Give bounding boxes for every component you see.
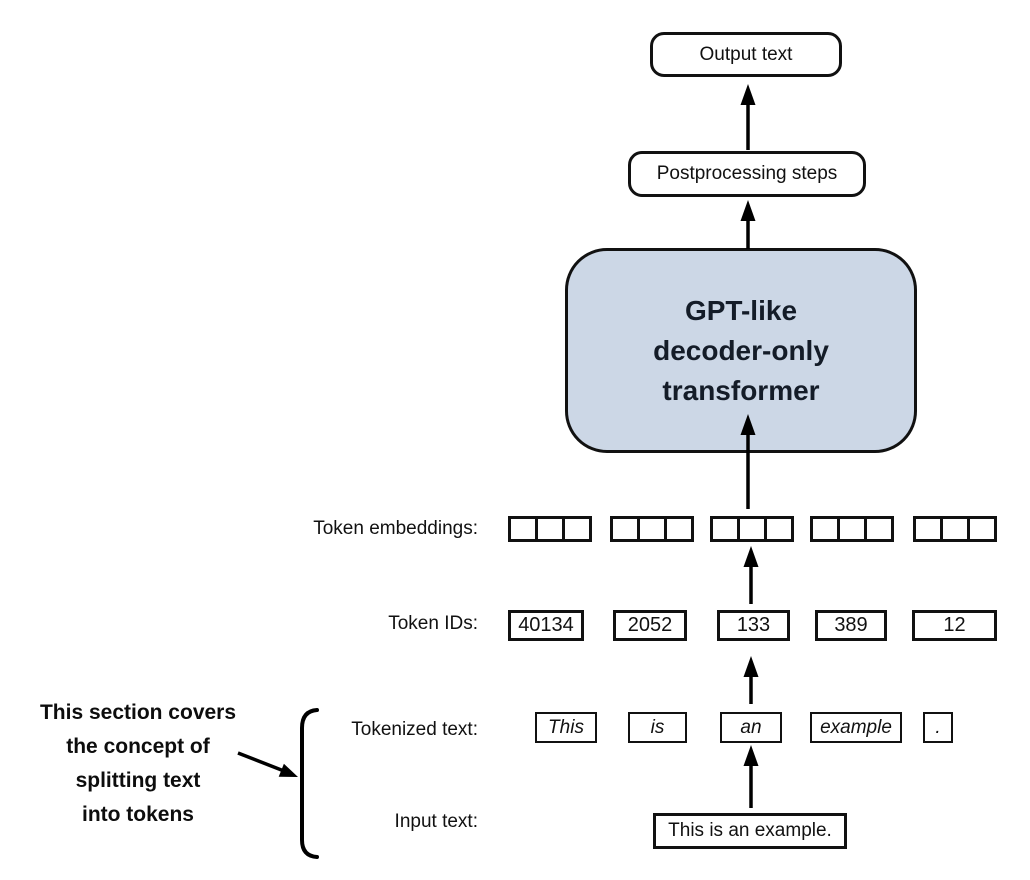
- embedding-cell: [864, 516, 894, 542]
- output-text-label: Output text: [699, 43, 793, 65]
- arrow-input-to-tokenized: [743, 745, 759, 808]
- token-box: example: [810, 712, 902, 743]
- embedding-cell: [637, 516, 667, 542]
- embedding-cell: [737, 516, 767, 542]
- token-box: an: [720, 712, 782, 743]
- token-id-box: 133: [717, 610, 790, 641]
- token-box: is: [628, 712, 687, 743]
- input-text-box: This is an example.: [653, 813, 847, 849]
- transformer-line-1: GPT-like: [684, 294, 798, 326]
- token-ids-label: Token IDs:: [388, 613, 478, 634]
- embedding-cell: [913, 516, 943, 542]
- token-box: This: [535, 712, 597, 743]
- embedding-cell: [710, 516, 740, 542]
- token-id-box: 389: [815, 610, 887, 641]
- annotation-line-4: into tokens: [81, 803, 194, 826]
- embedding-cell: [940, 516, 970, 542]
- embedding-cell: [562, 516, 592, 542]
- input-text-label: Input text:: [394, 811, 478, 832]
- tokenized-text-label: Tokenized text:: [351, 719, 478, 740]
- arrow-transformer-to-postprocessing: [740, 200, 756, 249]
- embedding-group: [610, 516, 694, 542]
- output-text-box: Output text: [650, 32, 842, 77]
- embedding-cell: [508, 516, 538, 542]
- embedding-group: [913, 516, 997, 542]
- embedding-group: [508, 516, 592, 542]
- annotation-line-3: splitting text: [75, 769, 201, 792]
- token-box: .: [923, 712, 953, 743]
- transformer-box: GPT-like decoder-only transformer: [565, 248, 917, 453]
- token-id-box: 40134: [508, 610, 584, 641]
- annotation-line-1: This section covers: [39, 701, 237, 724]
- postprocessing-label: Postprocessing steps: [656, 163, 838, 184]
- arrow-tokenized-to-ids: [743, 656, 759, 704]
- token-embeddings-label: Token embeddings:: [313, 518, 478, 539]
- embedding-cell: [664, 516, 694, 542]
- transformer-line-3: transformer: [662, 374, 820, 406]
- arrow-ids-to-embeddings: [743, 546, 759, 604]
- embedding-cell: [810, 516, 840, 542]
- embedding-group: [710, 516, 794, 542]
- embedding-cell: [837, 516, 867, 542]
- embedding-cell: [535, 516, 565, 542]
- annotation-line-2: the concept of: [66, 735, 210, 758]
- token-id-box: 12: [912, 610, 997, 641]
- embedding-cell: [764, 516, 794, 542]
- postprocessing-box: Postprocessing steps: [628, 151, 866, 197]
- token-id-box: 2052: [613, 610, 687, 641]
- section-annotation: This section covers the concept of split…: [28, 696, 248, 832]
- arrow-postprocessing-to-output: [740, 84, 756, 150]
- embedding-cell: [610, 516, 640, 542]
- embedding-cell: [967, 516, 997, 542]
- embedding-group: [810, 516, 894, 542]
- transformer-line-2: decoder-only: [653, 334, 829, 366]
